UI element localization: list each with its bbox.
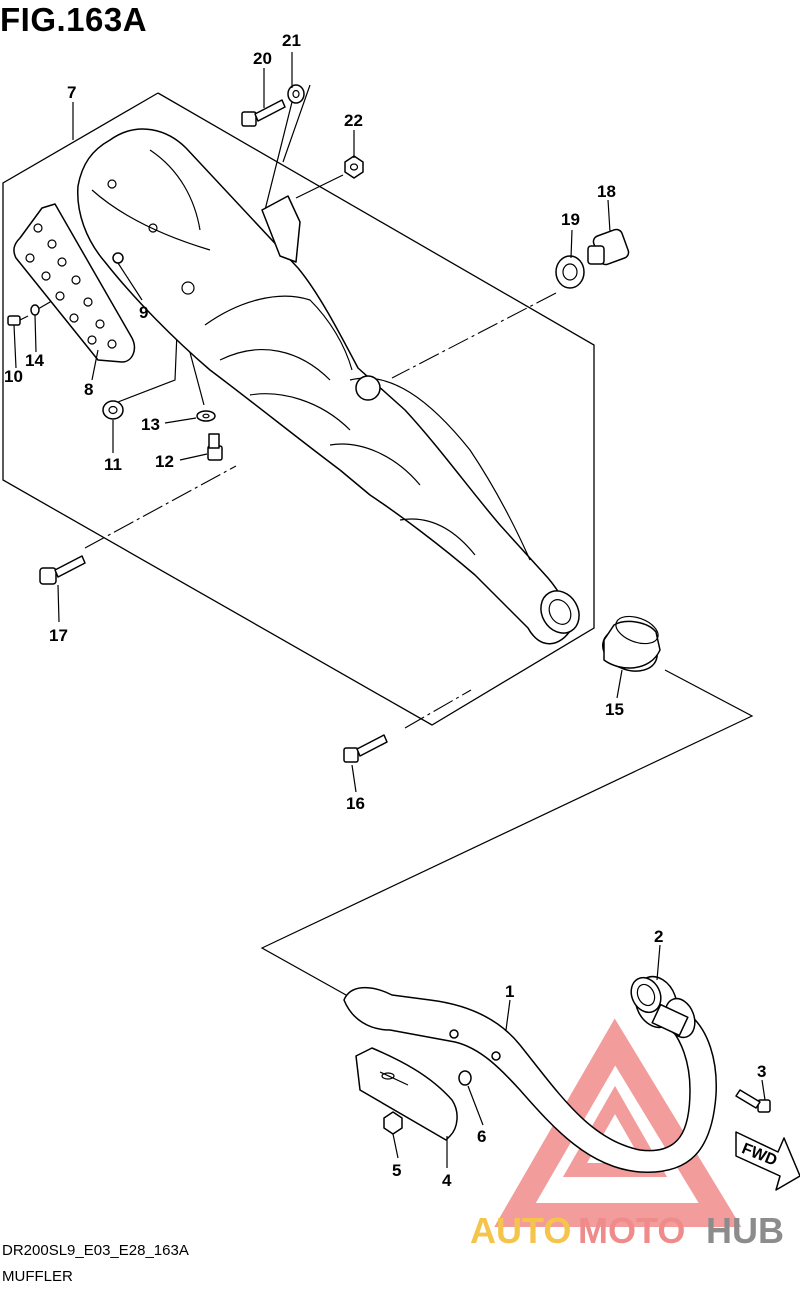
callout-16: 16 [346, 794, 365, 813]
assembly-frame [2, 92, 595, 726]
callout-10: 10 [4, 367, 23, 386]
callout-8: 8 [84, 380, 93, 399]
callout-2: 2 [654, 927, 663, 946]
figure-title: FIG.163A [0, 1, 148, 38]
watermark-hub: HUB [706, 1210, 784, 1251]
callout-20: 20 [253, 49, 272, 68]
callout-15: 15 [605, 700, 624, 719]
callout-18: 18 [597, 182, 616, 201]
muffler-body [77, 128, 580, 645]
callout-7: 7 [67, 83, 76, 102]
heat-shield [13, 203, 136, 363]
callout-17: 17 [49, 626, 68, 645]
callout-3: 3 [757, 1062, 766, 1081]
callout-12: 12 [155, 452, 174, 471]
callout-11: 11 [104, 455, 122, 474]
callout-13: 13 [141, 415, 160, 434]
callout-21: 21 [282, 31, 301, 50]
callout-1: 1 [505, 982, 514, 1001]
callout-14: 14 [25, 351, 44, 370]
callout-leaders [13, 52, 766, 1168]
callout-6: 6 [477, 1127, 486, 1146]
callout-5: 5 [392, 1161, 401, 1180]
hardware-parts [7, 84, 661, 763]
watermark-moto: MOTO [578, 1210, 685, 1251]
diagram-name: MUFFLER [2, 1268, 73, 1285]
forward-arrow-icon: FWD [735, 1131, 800, 1191]
callout-22: 22 [344, 111, 363, 130]
watermark-text: AUTO MOTO HUB [470, 1210, 784, 1251]
callout-19: 19 [561, 210, 580, 229]
gasket [630, 976, 662, 1014]
diagram-code: DR200SL9_E03_E28_163A [2, 1242, 189, 1259]
watermark-auto: AUTO [470, 1210, 571, 1251]
pipe-bracket [355, 1047, 472, 1141]
callout-4: 4 [442, 1171, 452, 1190]
callout-9: 9 [139, 303, 148, 322]
callout-labels: 7 20 21 22 18 19 9 10 14 8 11 13 12 17 1… [4, 31, 766, 1190]
